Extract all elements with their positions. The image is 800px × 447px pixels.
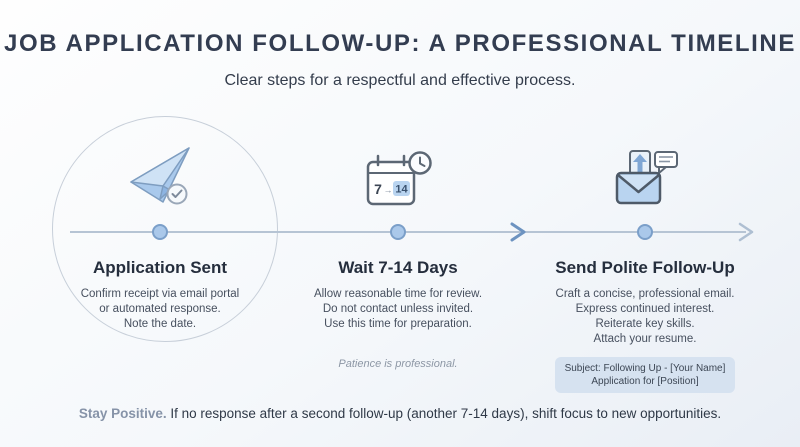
step-wait-7-14-days: 7 → 14 Wait 7-14 Days Allow reasonable t… [283,118,513,370]
timeline-dot [637,224,653,240]
page-subtitle: Clear steps for a respectful and effecti… [224,72,576,89]
step-description: Allow reasonable time for review. Do not… [313,288,483,330]
footer-highlight: Stay Positive. [78,406,167,421]
arrow-right-icon [510,222,526,242]
step-title: Wait 7-14 Days [338,258,458,277]
step-note: Patience is professional. [338,358,458,370]
step-title: Send Polite Follow-Up [555,258,735,277]
subject-line-badge: Subject: Following Up - [Your Name] Appl… [554,357,736,393]
header: JOB APPLICATION FOLLOW-UP: A PROFESSIONA… [0,30,800,90]
footer: Stay Positive. If no response after a se… [0,406,800,421]
envelope-send-icon [520,118,770,214]
decorative-circle [52,116,278,342]
timeline-axis [70,222,754,242]
timeline-dot [152,224,168,240]
calendar-clock-icon: 7 → 14 [283,118,513,214]
arrow-right-icon [738,222,754,242]
page-title: JOB APPLICATION FOLLOW-UP: A PROFESSIONA… [4,30,796,57]
step-application-sent: Application Sent Confirm receipt via ema… [45,118,275,332]
paper-plane-check-icon [45,118,275,214]
step-title: Application Sent [92,258,228,277]
step-send-polite-follow-up: Send Polite Follow-Up Craft a concise, p… [520,118,770,393]
calendar-from-day: 7 [374,181,382,197]
step-description: Confirm receipt via email portal or auto… [80,288,240,330]
calendar-arrow: → [384,185,393,195]
calendar-to-day: 14 [395,184,408,196]
step-description: Craft a concise, professional email. Exp… [555,288,735,345]
footer-text: If no response after a second follow-up … [166,406,722,421]
timeline-dot [390,224,406,240]
